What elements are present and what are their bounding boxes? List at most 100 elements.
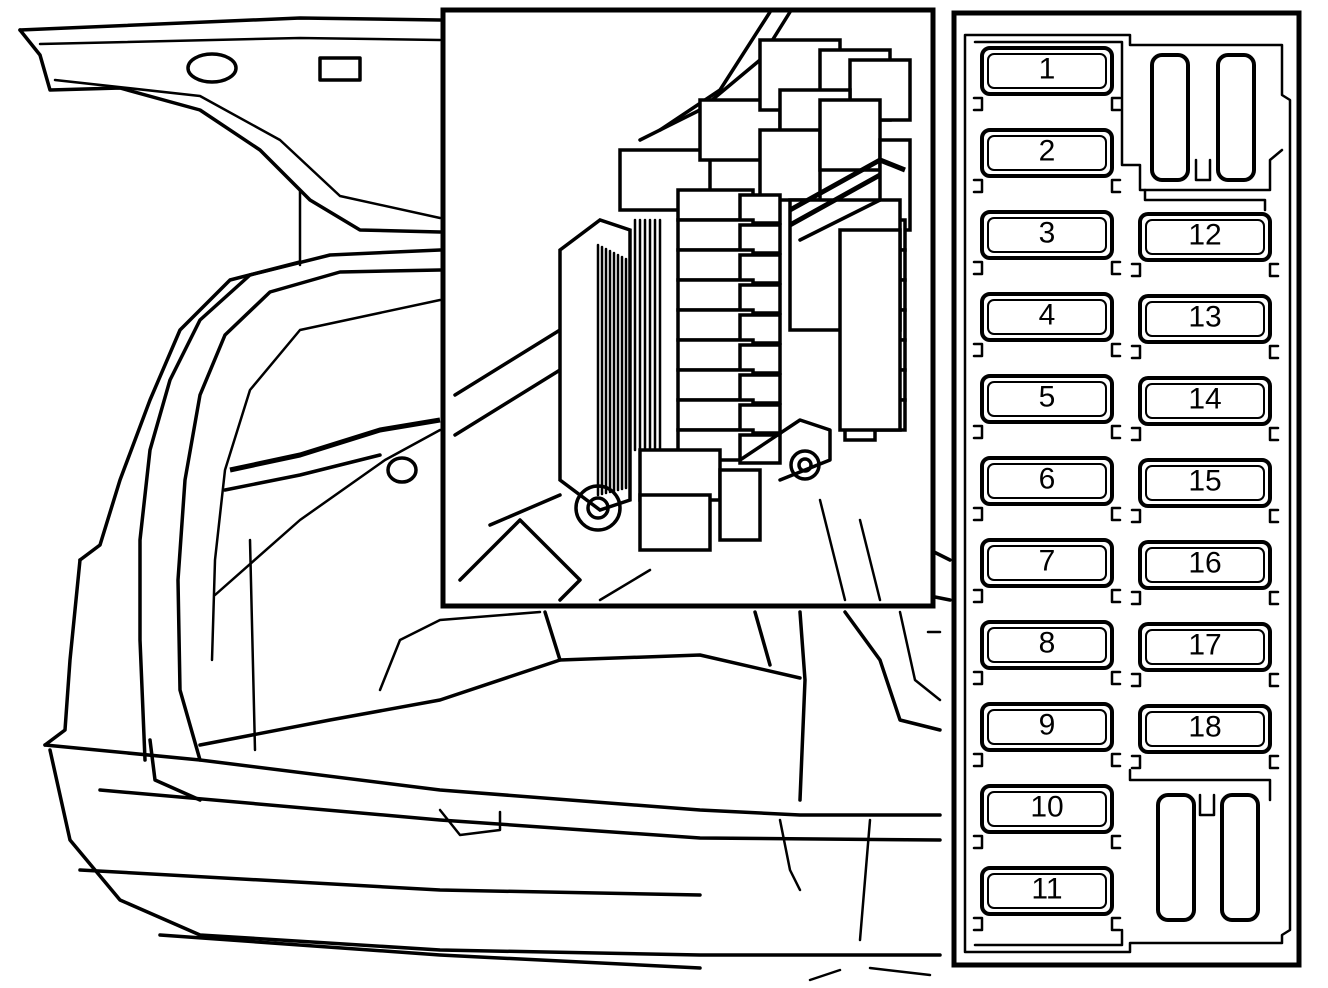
fuse-7: 7 <box>972 538 1122 604</box>
fuse-number: 13 <box>1188 301 1221 334</box>
fuse-slot <box>1138 540 1272 590</box>
fuse-slot-notch <box>1268 754 1280 770</box>
tailgate-handle <box>318 56 362 82</box>
fuse-slot-inner <box>987 627 1107 663</box>
fuse-slot-inner <box>987 545 1107 581</box>
fuse-number: 18 <box>1188 711 1221 744</box>
mounting-bolt <box>789 449 821 481</box>
fuse-12: 12 <box>1130 212 1280 278</box>
fuse-slot-notch <box>1110 916 1122 932</box>
fuse-slot <box>980 128 1114 178</box>
fuse-15: 15 <box>1130 458 1280 524</box>
fuse-slot <box>1138 622 1272 672</box>
fuse-slot-inner <box>1145 629 1265 665</box>
fuse-slot <box>1138 294 1272 344</box>
fuse-number: 16 <box>1188 547 1221 580</box>
fuse-slot <box>1138 704 1272 754</box>
fuse-slot <box>1138 376 1272 426</box>
fuse-11: 11 <box>972 866 1122 932</box>
fuse-slot-notch <box>1110 752 1122 768</box>
fuse-slot-inner <box>987 135 1107 171</box>
fuse-slot <box>980 784 1114 834</box>
fuse-number: 11 <box>1031 873 1062 906</box>
fuse-number: 12 <box>1188 219 1221 252</box>
fuse-slot <box>1138 212 1272 262</box>
fuse-slot-notch <box>1110 342 1122 358</box>
fuse-number: 8 <box>1039 627 1056 660</box>
fuse-number: 9 <box>1039 709 1056 742</box>
fuse-slot-notch <box>972 342 984 358</box>
tailgate-latch <box>186 52 238 84</box>
fuse-slot <box>980 866 1114 916</box>
fuse-slot-inner <box>987 217 1107 253</box>
fuse-slot-notch <box>1130 754 1142 770</box>
fuse-slot-notch <box>972 752 984 768</box>
fuse-slot <box>980 46 1114 96</box>
fuse-slot-notch <box>972 670 984 686</box>
fuse-slot-notch <box>1130 426 1142 442</box>
fuse-slot-inner <box>987 53 1107 89</box>
fuse-slot-inner <box>987 463 1107 499</box>
fuse-slot-notch <box>972 588 984 604</box>
fuse-slot-inner <box>987 381 1107 417</box>
fuse-slot-inner <box>987 873 1107 909</box>
fuse-slot-inner <box>1145 547 1265 583</box>
fuse-slot-inner <box>987 791 1107 827</box>
fuse-18: 18 <box>1130 704 1280 770</box>
fuse-slot <box>980 210 1114 260</box>
fuse-panel-inner-outline <box>963 33 1292 954</box>
fuse-16: 16 <box>1130 540 1280 606</box>
fuse-slot-inner <box>1145 383 1265 419</box>
fuse-number: 17 <box>1188 629 1221 662</box>
fuse-3: 3 <box>972 210 1122 276</box>
fuse-slot-inner <box>987 709 1107 745</box>
fuse-slot-notch <box>1268 590 1280 606</box>
fuse-number: 3 <box>1039 217 1056 250</box>
fuse-13: 13 <box>1130 294 1280 360</box>
fuse-slot <box>1138 458 1272 508</box>
fuse-slot-notch <box>972 834 984 850</box>
fuse-slot-inner <box>1145 219 1265 255</box>
fuse-number: 5 <box>1039 381 1056 414</box>
fuse-slot-notch <box>1110 588 1122 604</box>
fuse-slot <box>980 456 1114 506</box>
fuse-slot-notch <box>972 424 984 440</box>
fuse-10: 10 <box>972 784 1122 850</box>
fuse-slot <box>980 538 1114 588</box>
fuse-slot-notch <box>1130 262 1142 278</box>
fuse-slot-notch <box>1110 506 1122 522</box>
fuse-slot-inner <box>1145 711 1265 747</box>
fuse-slot-inner <box>1145 465 1265 501</box>
fuse-slot-notch <box>1268 426 1280 442</box>
fuse-slot-notch <box>972 260 984 276</box>
fuse-slot <box>980 292 1114 342</box>
fuse-slot-notch <box>1110 670 1122 686</box>
fuse-box-detail <box>440 7 936 609</box>
relay-slot <box>1216 53 1256 182</box>
fuse-number: 2 <box>1039 135 1056 168</box>
fuse-6: 6 <box>972 456 1122 522</box>
fuse-slot-inner <box>987 299 1107 335</box>
tailgate-outline <box>18 16 442 32</box>
mounting-bolt <box>574 484 622 532</box>
relay-slots-bottom <box>1156 793 1260 922</box>
fuse-slot-notch <box>1130 672 1142 688</box>
fuse-2: 2 <box>972 128 1122 194</box>
fuse-slot-notch <box>1268 672 1280 688</box>
fuse-slot-notch <box>1110 178 1122 194</box>
fuse-17: 17 <box>1130 622 1280 688</box>
fuse-slot-notch <box>1110 424 1122 440</box>
fuse-slot-notch <box>972 96 984 112</box>
fuse-slot-notch <box>1130 590 1142 606</box>
fuse-slot-notch <box>1110 834 1122 850</box>
fuse-4: 4 <box>972 292 1122 358</box>
fuse-slot <box>980 374 1114 424</box>
fuse-slot-notch <box>1268 262 1280 278</box>
fuse-slot-notch <box>972 916 984 932</box>
fuse-5: 5 <box>972 374 1122 440</box>
fuse-module <box>738 433 782 465</box>
fuse-number: 4 <box>1039 299 1056 332</box>
